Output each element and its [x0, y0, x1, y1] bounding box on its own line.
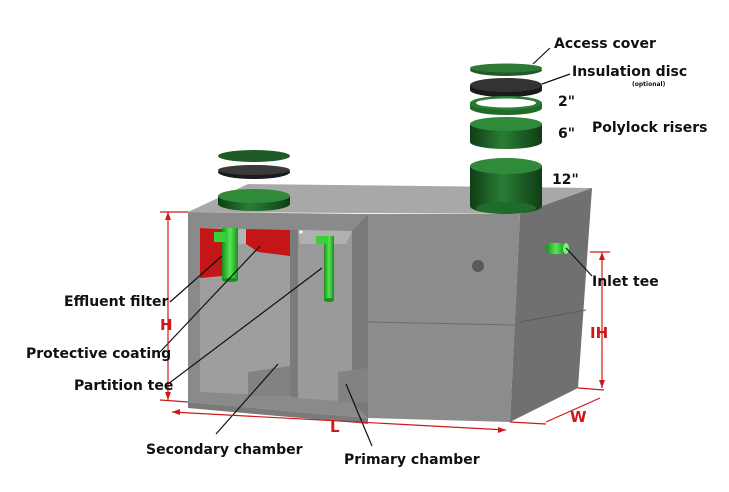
label-polylock-risers: Polylock risers	[592, 120, 707, 136]
secondary-baffle	[248, 366, 290, 396]
tank-side-face	[510, 188, 592, 422]
leader-lines	[159, 47, 593, 447]
primary-baffle	[338, 368, 368, 402]
dimension-lines	[159, 211, 610, 433]
dim-height: H	[160, 316, 173, 334]
label-access-cover: Access cover	[554, 36, 656, 52]
primary-riser-stack	[470, 63, 542, 214]
label-protective-coating: Protective coating	[26, 346, 171, 362]
tank-front-face	[368, 214, 520, 422]
labels: Access cover Insulation disc (optional) …	[26, 36, 707, 468]
riser-12	[470, 166, 542, 214]
dim-length: L	[330, 418, 340, 436]
inlet-hole	[472, 260, 484, 272]
partition-wall	[290, 230, 298, 398]
label-insulation-disc: Insulation disc	[572, 64, 687, 80]
primary-chamber-interior	[298, 230, 352, 402]
dim-inlet-height: IH	[590, 324, 608, 342]
label-riser-12: 12"	[552, 172, 579, 188]
tank-seam	[367, 321, 516, 326]
label-partition-tee: Partition tee	[74, 378, 173, 394]
label-effluent-filter: Effluent filter	[64, 294, 169, 310]
inlet-tee-pipe	[546, 243, 569, 254]
dim-width: W	[570, 408, 587, 426]
partition-tee-pipe	[316, 236, 334, 302]
riser-6	[470, 124, 542, 149]
label-riser-6: 6"	[558, 126, 575, 142]
label-optional: (optional)	[632, 81, 666, 88]
label-secondary-chamber: Secondary chamber	[146, 442, 303, 458]
label-riser-2: 2"	[558, 94, 575, 110]
label-primary-chamber: Primary chamber	[344, 452, 480, 468]
tank-body	[188, 184, 592, 424]
secondary-access-cover	[218, 150, 290, 162]
label-inlet-tee: Inlet tee	[592, 274, 659, 290]
effluent-filter-pipe	[214, 228, 238, 282]
secondary-riser-stack	[218, 150, 290, 211]
